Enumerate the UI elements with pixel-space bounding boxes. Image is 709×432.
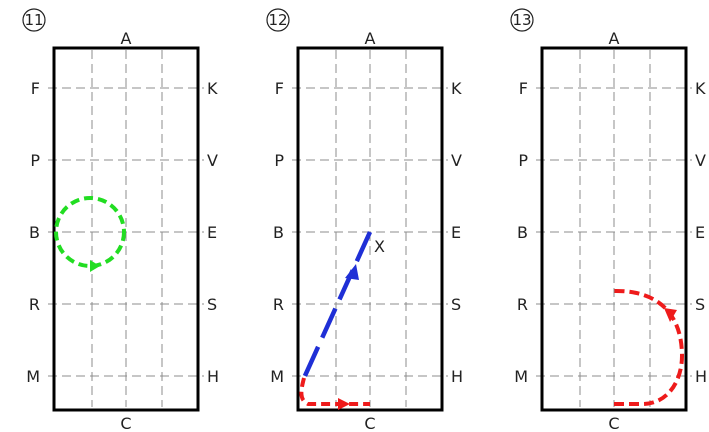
diagram-number-13: 13 — [510, 8, 534, 32]
direction-arrow — [90, 260, 100, 272]
letter-right: V — [451, 151, 462, 170]
letter-left: F — [31, 79, 40, 98]
letter-right: V — [695, 151, 706, 170]
letter-top: A — [609, 29, 620, 48]
diagram-number-11: 11 — [22, 8, 46, 32]
letter-left: P — [274, 151, 284, 170]
letter-right: K — [695, 79, 706, 98]
letter-left: P — [30, 151, 40, 170]
letter-left: B — [273, 223, 284, 242]
letter-right: E — [451, 223, 461, 242]
letter-left: P — [518, 151, 528, 170]
circle-figure — [54, 196, 126, 268]
curve-figure — [299, 377, 370, 406]
direction-arrow — [664, 308, 677, 322]
diagram-13: 13 A C F P B R M K V E S H — [510, 8, 707, 432]
svg-text:13: 13 — [512, 11, 531, 29]
letter-top: A — [365, 29, 376, 48]
letter-right: K — [207, 79, 218, 98]
letter-left: M — [26, 367, 40, 386]
diagram-12: 12 A C F P B R M K V E S H X — [266, 8, 463, 432]
direction-arrow — [338, 398, 350, 410]
letter-right: E — [207, 223, 217, 242]
arena-border — [296, 46, 444, 412]
letter-right: S — [695, 295, 705, 314]
letter-right: K — [451, 79, 462, 98]
arena-border — [52, 46, 200, 412]
diagram-number-12: 12 — [266, 8, 290, 32]
svg-text:11: 11 — [24, 11, 43, 29]
letter-left: F — [275, 79, 284, 98]
letter-right: H — [207, 367, 219, 386]
letter-right: E — [695, 223, 705, 242]
letter-left: R — [517, 295, 528, 314]
letter-left: F — [519, 79, 528, 98]
arena-border — [540, 46, 688, 412]
svg-text:12: 12 — [268, 11, 287, 29]
letter-bottom: C — [120, 414, 131, 432]
letter-left: M — [514, 367, 528, 386]
letter-top: A — [121, 29, 132, 48]
direction-arrow — [345, 264, 359, 280]
letter-left: R — [29, 295, 40, 314]
marker-x: X — [374, 237, 385, 256]
half-circle-figure — [613, 288, 685, 406]
letter-right: V — [207, 151, 218, 170]
arena-grid — [535, 49, 693, 408]
arena-grid — [47, 49, 205, 408]
letter-right: S — [207, 295, 217, 314]
letter-right: H — [695, 367, 707, 386]
letter-left: B — [517, 223, 528, 242]
letter-bottom: C — [608, 414, 619, 432]
letter-left: R — [273, 295, 284, 314]
letter-left: M — [270, 367, 284, 386]
diagonal-line — [301, 231, 373, 379]
letter-left: B — [29, 223, 40, 242]
letter-right: H — [451, 367, 463, 386]
diagram-11: 11 A C F P B R M K V E S H — [22, 8, 219, 432]
letter-bottom: C — [364, 414, 375, 432]
letter-right: S — [451, 295, 461, 314]
